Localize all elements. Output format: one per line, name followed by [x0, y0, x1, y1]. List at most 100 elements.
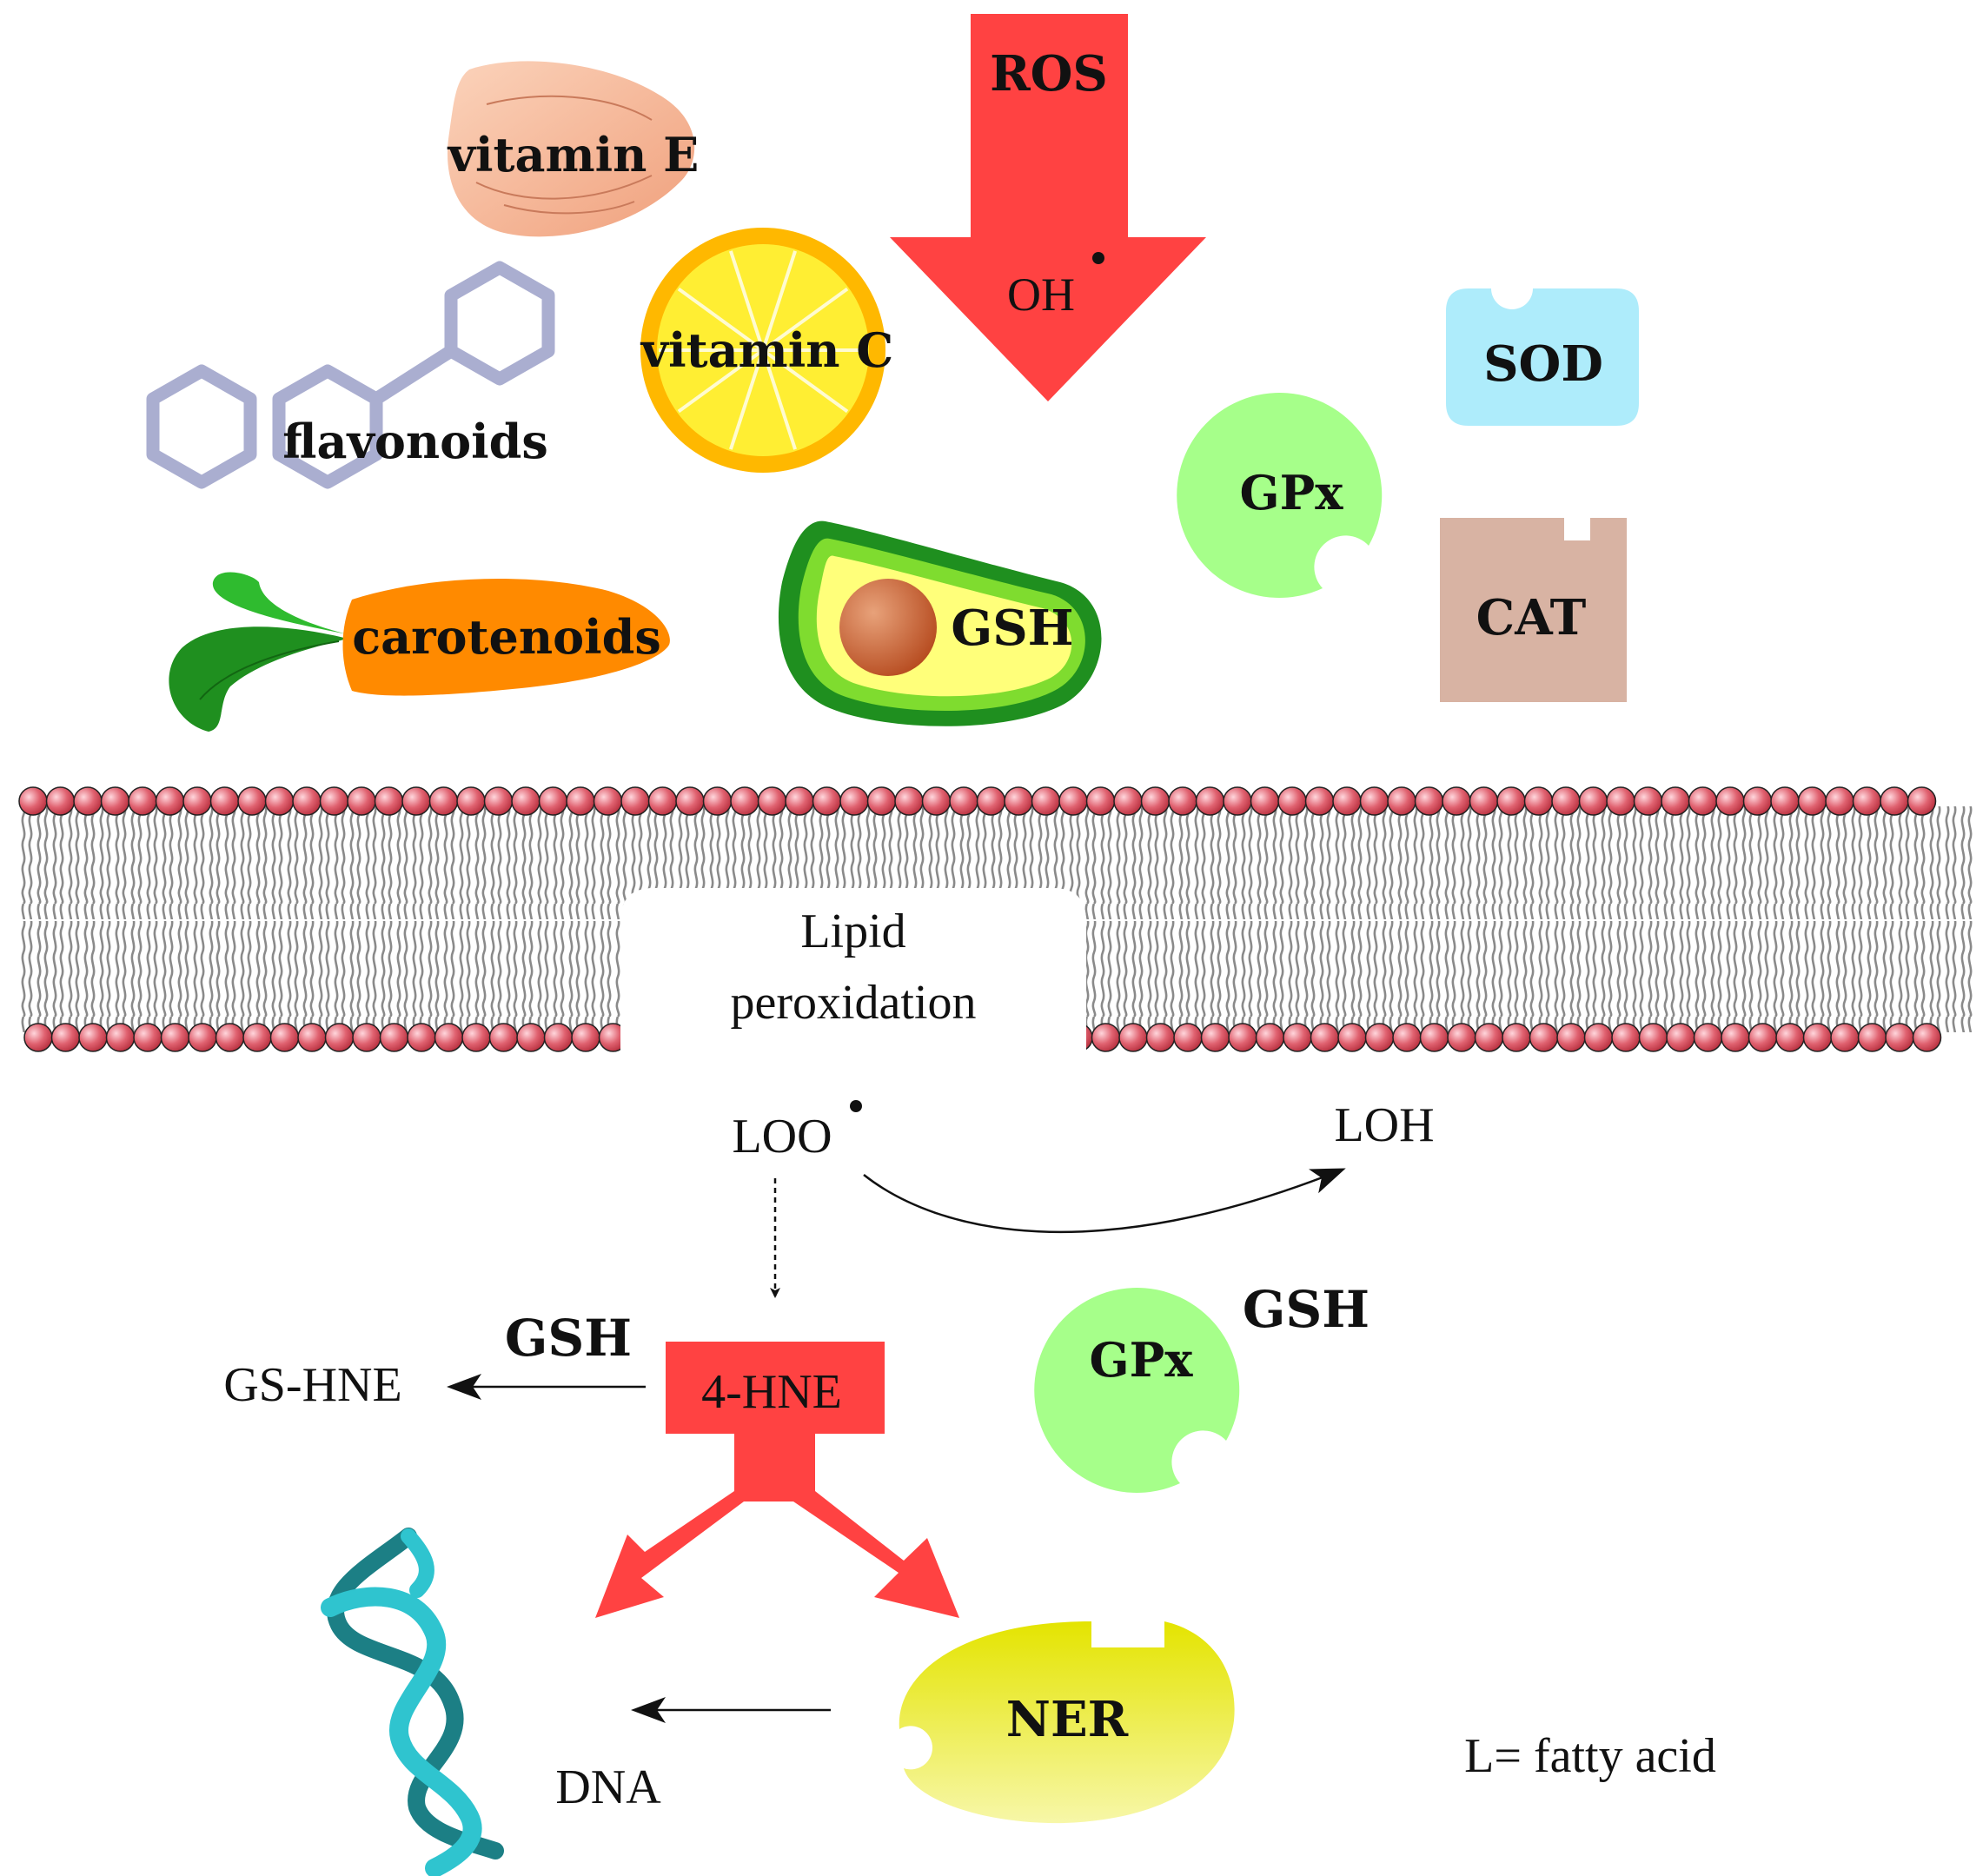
carrot-leaf-large: [169, 626, 348, 732]
lemon-segment-line: [761, 287, 849, 352]
phospholipid-head: [593, 786, 623, 816]
phospholipid-head: [511, 786, 541, 816]
loo-radical-label: LOO: [732, 1110, 832, 1163]
hydroxyl-radical-label: OH: [1007, 268, 1075, 321]
phospholipid-head: [1825, 786, 1854, 816]
phospholipid-head: [702, 786, 733, 816]
lemon-segment-line: [761, 349, 797, 450]
phospholipid-head: [1283, 1023, 1312, 1052]
phospholipid-head: [23, 1023, 53, 1052]
phospholipid-head: [374, 786, 404, 816]
phospholipid-head: [1666, 1023, 1695, 1052]
phospholipid-head: [182, 786, 212, 816]
gsh-label-right: GSH: [1243, 1280, 1370, 1339]
phospholipid-head: [1277, 786, 1307, 816]
phospholipid-head: [297, 1023, 327, 1052]
phospholipid-head: [1523, 786, 1554, 816]
vitamin-c-label: vitamin C: [640, 322, 894, 378]
gs-hne-label: GS-HNE: [223, 1358, 401, 1412]
phospholipid-head: [1578, 786, 1608, 816]
phospholipid-head: [50, 1023, 81, 1052]
phospholipid-head: [18, 786, 48, 816]
phospholipid-head: [1715, 786, 1745, 816]
phospholipid-head: [571, 1023, 600, 1052]
phospholipid-head: [1912, 1023, 1942, 1052]
phospholipid-head: [483, 786, 514, 816]
phospholipid-head: [620, 786, 650, 816]
phospholipid-head: [1606, 786, 1635, 816]
phospholipid-head: [461, 1023, 491, 1052]
flavonoids-label: flavonoids: [282, 414, 548, 469]
phospholipid-head: [1442, 786, 1471, 816]
phospholipid-head: [1414, 786, 1444, 816]
gpx-enzyme-lower: GPx: [1034, 1288, 1240, 1494]
phospholipid-head: [1551, 786, 1581, 816]
phospholipid-head: [1228, 1023, 1257, 1052]
carrot-body-icon: [342, 579, 670, 696]
almond-icon: [447, 61, 695, 237]
phospholipid-head: [133, 1023, 162, 1052]
phospholipid-head: [1118, 1023, 1148, 1052]
cell-membrane: Lipid peroxidation: [17, 786, 1973, 1069]
lemon-segment-line: [729, 349, 765, 450]
phospholipid-head: [1474, 1023, 1504, 1052]
phospholipid-head: [1583, 1023, 1614, 1052]
sod-label: SOD: [1483, 335, 1603, 393]
gpx-label-lower: GPx: [1090, 1332, 1194, 1388]
gpx-enzyme-icon: [1177, 393, 1383, 599]
phospholipid-head: [1058, 786, 1088, 816]
phospholipid-head: [1359, 786, 1389, 816]
phospholipid-head: [1775, 1023, 1805, 1052]
phospholipid-head: [237, 786, 267, 816]
phospholipid-head: [1770, 786, 1800, 816]
phospholipid-head: [155, 786, 185, 816]
phospholipid-head: [401, 786, 431, 816]
dna-helix-icon: [321, 1528, 504, 1876]
cat-enzyme: CAT: [1440, 518, 1627, 702]
gpx-label-top: GPx: [1240, 465, 1344, 520]
hne-branch-arrow: 4-HNE: [595, 1342, 959, 1618]
phospholipid-head: [73, 786, 103, 816]
phospholipid-head: [1852, 786, 1882, 816]
phospholipid-head: [407, 1023, 436, 1052]
gpx-enzyme-top: GPx: [1177, 393, 1383, 599]
phospholipid-head: [1502, 1023, 1531, 1052]
phospholipid-head: [1638, 1023, 1668, 1052]
ner-label: NER: [1006, 1691, 1129, 1748]
lemon-segment-line: [761, 250, 797, 351]
fatty-acid-legend: L= fatty acid: [1464, 1729, 1716, 1783]
avocado-pit-icon: [839, 579, 937, 676]
phospholipid-head: [1633, 786, 1663, 816]
phospholipid-head: [1556, 1023, 1586, 1052]
ros-label: ROS: [990, 45, 1108, 103]
phospholipid-head: [1447, 1023, 1476, 1052]
phospholipid-head: [1031, 786, 1061, 816]
phospholipid-head: [1661, 786, 1690, 816]
ros-arrow-shape: [890, 14, 1206, 401]
phospholipid-head: [812, 786, 842, 816]
phospholipid-head: [757, 786, 787, 816]
lemon-segment-line: [677, 287, 765, 352]
phospholipid-head: [1113, 786, 1143, 816]
phospholipid-head: [538, 786, 568, 816]
phospholipid-head: [434, 1023, 464, 1052]
phospholipid-head: [1337, 1023, 1367, 1052]
almond-line-1: [486, 95, 653, 121]
hne-label: 4-HNE: [701, 1365, 842, 1419]
lemon-segment-line: [729, 250, 765, 351]
gpx-enzyme-icon: [1034, 1288, 1240, 1494]
phospholipid-head: [160, 1023, 190, 1052]
phospholipid-head: [839, 786, 869, 816]
ner-enzyme: NER: [899, 1621, 1235, 1824]
phospholipid-head: [105, 1023, 136, 1052]
loo-to-loh-arrow: [863, 1168, 1346, 1234]
phospholipid-head: [730, 786, 759, 816]
phospholipid-head: [1304, 786, 1335, 816]
phospholipid-head: [269, 1023, 300, 1052]
sod-enzyme: SOD: [1446, 288, 1639, 426]
phospholipid-head: [866, 786, 897, 816]
sod-enzyme-icon: [1446, 288, 1639, 426]
phospholipid-head: [292, 786, 322, 816]
phospholipid-head: [543, 1023, 574, 1052]
phospholipid-head: [1885, 1023, 1914, 1052]
